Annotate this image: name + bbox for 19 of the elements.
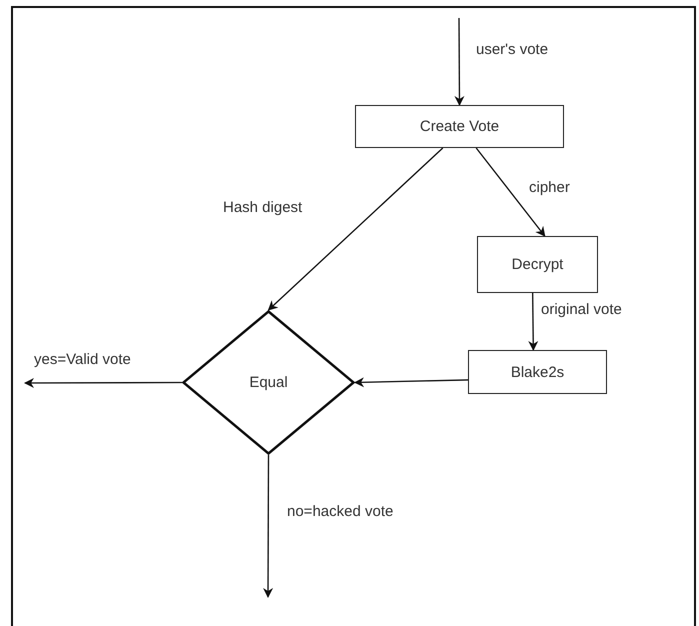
edge-label: Hash digest xyxy=(222,199,304,217)
arrow xyxy=(476,148,546,237)
arrow xyxy=(528,293,538,351)
edge-label: original vote xyxy=(540,301,623,319)
node-label: Decrypt xyxy=(512,256,564,273)
arrow xyxy=(454,18,464,106)
node-label: Create Vote xyxy=(420,118,500,135)
decision-diamond xyxy=(182,310,355,455)
node-label: Blake2s xyxy=(510,364,564,380)
arrow xyxy=(24,378,182,388)
arrow xyxy=(354,377,468,388)
process-box xyxy=(477,236,598,293)
edge-label: cipher xyxy=(528,179,571,197)
arrow xyxy=(263,455,274,598)
arrow xyxy=(268,148,444,311)
node-label: Equal xyxy=(249,374,288,391)
process-box xyxy=(468,350,607,394)
edge-label: yes=Valid vote xyxy=(33,351,132,369)
process-box xyxy=(355,105,564,148)
